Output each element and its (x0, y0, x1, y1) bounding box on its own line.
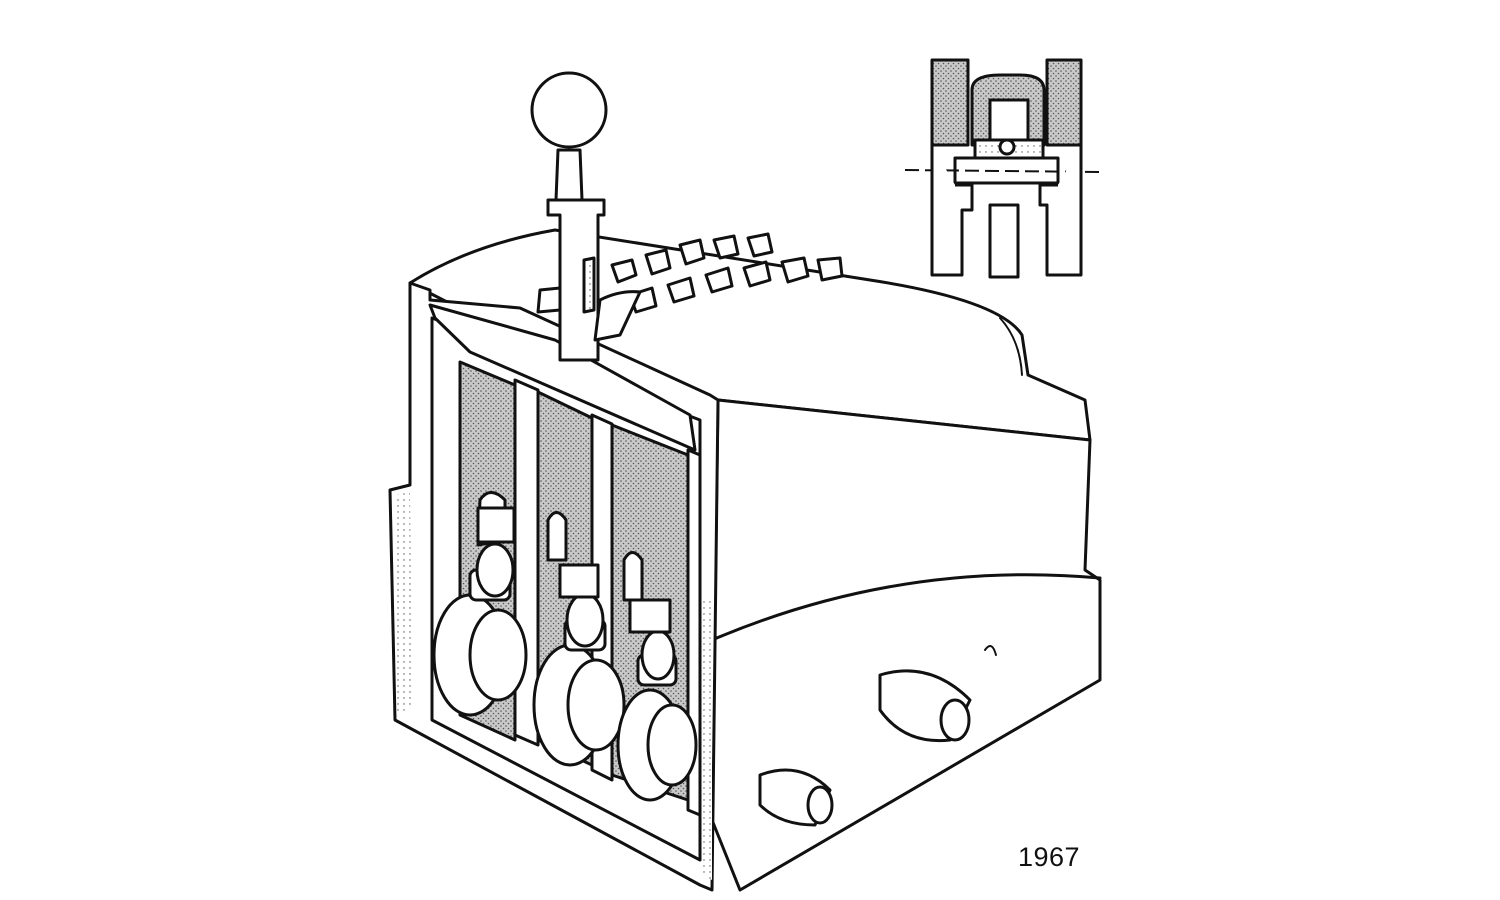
gear-wheel-1 (432, 491, 528, 717)
inset-u-bracket (970, 73, 1046, 147)
drawing-year-label: 1967 (1018, 842, 1081, 872)
inset-detail-view (904, 58, 1101, 279)
gate-teeth-row-back (610, 232, 774, 284)
lever-knob (530, 71, 608, 149)
gate-teeth-row-front (628, 256, 844, 314)
inset-left-block (930, 58, 970, 147)
gear-wheel-2 (532, 511, 626, 767)
gear-wheel-3 (616, 551, 698, 802)
gate-plate (428, 303, 697, 452)
shift-lever (530, 71, 608, 362)
mounting-boss-lower (758, 768, 834, 827)
housing-right-side (710, 398, 1102, 892)
inset-right-block (1045, 58, 1083, 147)
inset-pin (988, 203, 1020, 279)
mounting-boss-upper (878, 669, 972, 743)
inset-bearing (998, 138, 1016, 156)
